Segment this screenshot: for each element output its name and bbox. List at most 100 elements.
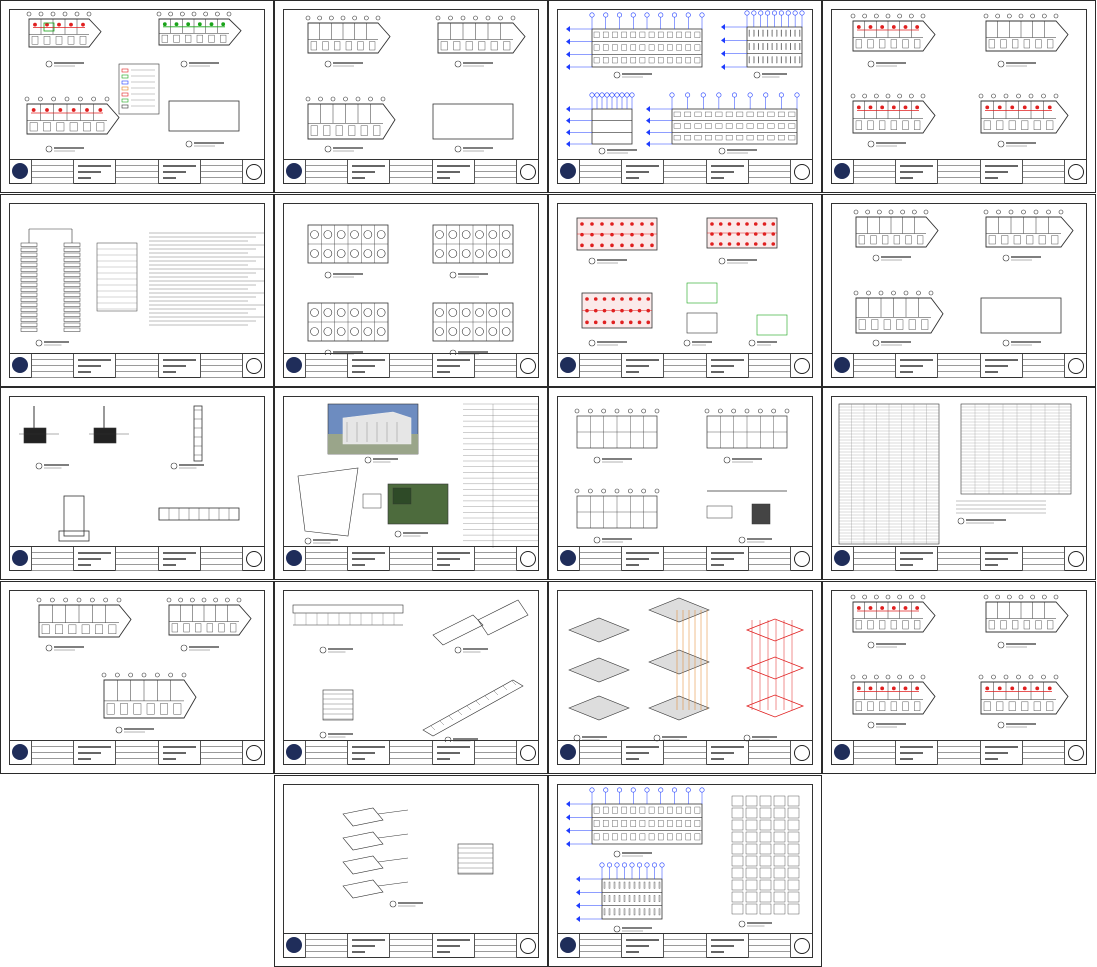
title-block-field bbox=[621, 741, 663, 765]
drawing-area bbox=[297, 403, 538, 548]
title-block-field bbox=[579, 547, 622, 571]
title-block-field bbox=[305, 741, 348, 765]
title-block-field bbox=[431, 934, 474, 958]
title-block bbox=[557, 159, 813, 184]
firm-logo bbox=[9, 160, 31, 182]
title-block-field bbox=[621, 160, 663, 184]
drawing-sheet-floor-plans-3 bbox=[0, 581, 274, 774]
title-block-field bbox=[389, 547, 432, 571]
title-block-field bbox=[663, 934, 706, 958]
title-block-field bbox=[663, 354, 706, 378]
title-block-field bbox=[1021, 354, 1065, 378]
title-block bbox=[831, 159, 1087, 184]
title-block bbox=[557, 353, 813, 378]
drawing-area bbox=[36, 597, 252, 734]
title-block-field bbox=[473, 354, 517, 378]
title-block-field bbox=[31, 741, 74, 765]
title-block-field bbox=[621, 934, 663, 958]
title-block bbox=[9, 740, 265, 765]
title-block-field bbox=[431, 547, 474, 571]
firm-logo bbox=[831, 741, 853, 763]
title-block-field bbox=[305, 160, 348, 184]
title-block-field bbox=[853, 160, 896, 184]
firm-logo bbox=[9, 547, 31, 569]
drawing-area bbox=[566, 787, 800, 933]
drawing-sheet-plans-red bbox=[822, 581, 1096, 774]
title-block-field bbox=[1021, 741, 1065, 765]
drawing-sheet-elevations-windows bbox=[548, 775, 822, 967]
firm-logo bbox=[557, 160, 579, 182]
title-block-field bbox=[895, 741, 937, 765]
title-block-field bbox=[305, 354, 348, 378]
title-block-field bbox=[73, 354, 115, 378]
firm-logo bbox=[283, 354, 305, 376]
sheet-number-bubble bbox=[516, 741, 539, 765]
title-block-field bbox=[305, 547, 348, 571]
title-block-field bbox=[389, 934, 432, 958]
title-block-field bbox=[31, 547, 74, 571]
title-block-field bbox=[473, 741, 517, 765]
sheet-number-bubble bbox=[242, 160, 265, 184]
drawing-area bbox=[850, 594, 1069, 729]
drawing-area bbox=[20, 228, 264, 347]
firm-logo bbox=[283, 160, 305, 182]
drawing-sheet-plans-red bbox=[822, 0, 1096, 193]
drawing-sheet-floor-plans bbox=[274, 0, 548, 193]
title-block-field bbox=[347, 547, 389, 571]
drawing-area bbox=[292, 599, 529, 742]
title-block-field bbox=[705, 547, 748, 571]
drawing-sheet-stair-details bbox=[274, 581, 548, 774]
title-block-field bbox=[937, 354, 980, 378]
drawing-area bbox=[566, 10, 805, 155]
title-block-field bbox=[747, 160, 791, 184]
firm-logo bbox=[831, 160, 853, 182]
drawing-sheet-perspective-site bbox=[274, 387, 548, 580]
title-block-field bbox=[747, 354, 791, 378]
title-block-field bbox=[747, 547, 791, 571]
title-block-field bbox=[73, 547, 115, 571]
title-block-field bbox=[747, 934, 791, 958]
title-block bbox=[283, 740, 539, 765]
title-block-field bbox=[663, 547, 706, 571]
title-block-field bbox=[621, 547, 663, 571]
drawing-area bbox=[853, 209, 1074, 347]
firm-logo bbox=[557, 741, 579, 763]
sheet-number-bubble bbox=[1064, 354, 1087, 378]
drawing-sheet-elevations-blue bbox=[548, 0, 822, 193]
drawing-sheet-floor-plans bbox=[822, 194, 1096, 387]
title-block-field bbox=[431, 741, 474, 765]
drawing-area bbox=[307, 224, 514, 355]
title-block-field bbox=[979, 741, 1022, 765]
drawing-area bbox=[19, 405, 240, 542]
title-block bbox=[9, 353, 265, 378]
title-block-field bbox=[705, 934, 748, 958]
title-block-field bbox=[157, 160, 200, 184]
firm-logo bbox=[283, 547, 305, 569]
title-block-field bbox=[115, 160, 158, 184]
title-block-field bbox=[389, 160, 432, 184]
drawing-sheet-plans-color bbox=[0, 0, 274, 193]
title-block-field bbox=[389, 741, 432, 765]
firm-logo bbox=[9, 354, 31, 376]
drawing-area bbox=[850, 13, 1069, 148]
title-block-field bbox=[389, 354, 432, 378]
drawing-sheet-schedule-table bbox=[822, 387, 1096, 580]
title-block-field bbox=[73, 160, 115, 184]
title-block-field bbox=[895, 354, 937, 378]
title-block-field bbox=[937, 160, 980, 184]
title-block-field bbox=[473, 934, 517, 958]
title-block-field bbox=[157, 547, 200, 571]
drawing-area bbox=[568, 597, 805, 742]
title-block-field bbox=[115, 741, 158, 765]
title-block bbox=[557, 546, 813, 571]
title-block-field bbox=[979, 547, 1022, 571]
sheet-number-bubble bbox=[242, 547, 265, 571]
drawing-sheet-foundation-grid bbox=[274, 194, 548, 387]
sheet-number-bubble bbox=[1064, 547, 1087, 571]
firm-logo bbox=[557, 934, 579, 956]
title-block-field bbox=[199, 160, 243, 184]
drawing-area bbox=[838, 403, 1072, 545]
firm-logo bbox=[283, 741, 305, 763]
sheet-number-bubble bbox=[242, 354, 265, 378]
title-block-field bbox=[621, 354, 663, 378]
